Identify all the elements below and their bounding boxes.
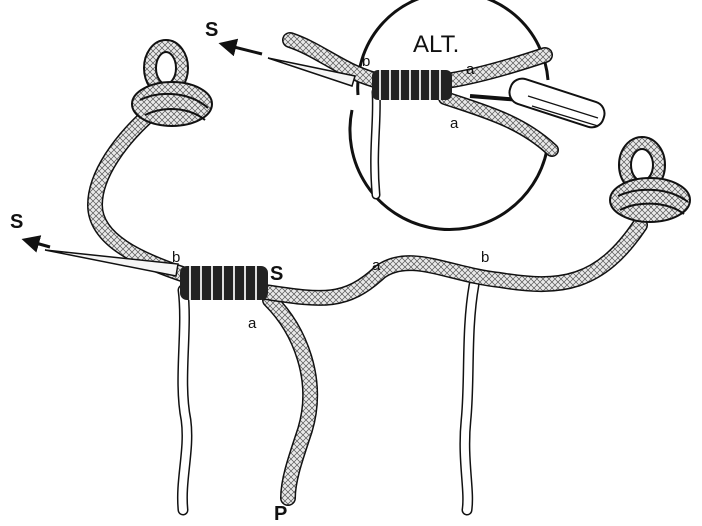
main-a-middle-label: a bbox=[372, 257, 381, 274]
inset-a-lower-label: a bbox=[450, 115, 459, 132]
inset-a-upper-label: a bbox=[466, 61, 475, 78]
screwdriver-icon bbox=[470, 75, 608, 130]
inset-b-label: b bbox=[362, 53, 370, 70]
main-s-arrow bbox=[25, 240, 50, 247]
knot-icon-left bbox=[132, 46, 212, 126]
main-rope-right bbox=[265, 225, 640, 298]
knot-icon-right bbox=[610, 143, 690, 222]
inset-s-arrow bbox=[222, 44, 262, 54]
main-whipping bbox=[180, 266, 268, 300]
main-p-end-label: P bbox=[274, 503, 287, 525]
inset-group: ALT. S b a a bbox=[205, 0, 608, 230]
inset-whipping bbox=[372, 70, 452, 100]
main-fid-icon bbox=[45, 250, 178, 276]
main-s-arrow-label: S bbox=[10, 211, 23, 233]
main-b-right-label: b bbox=[481, 249, 489, 266]
main-a-junction-label: a bbox=[248, 315, 257, 332]
inset-title: ALT. bbox=[413, 31, 459, 58]
main-s-junction-label: S bbox=[270, 263, 283, 285]
main-b-left-label: b bbox=[172, 249, 180, 266]
inset-s-label: S bbox=[205, 19, 218, 41]
